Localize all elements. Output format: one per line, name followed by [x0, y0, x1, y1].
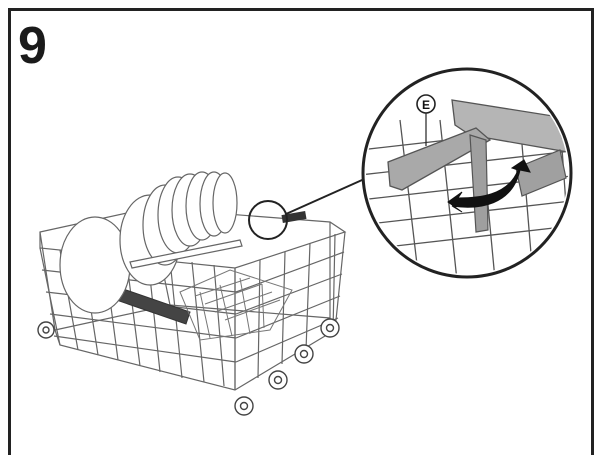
plates	[59, 171, 238, 314]
step-number: 9	[18, 17, 47, 75]
cutlery-basket	[179, 269, 293, 341]
rotation-arrow	[447, 159, 531, 213]
basket-wheels	[37, 318, 340, 416]
fold-down-rod	[129, 239, 243, 269]
detail-highlight-circle	[248, 200, 288, 240]
zoom-detail: E	[361, 67, 573, 279]
callout-e-marker	[416, 94, 436, 114]
callout-e-label: E	[422, 98, 430, 112]
